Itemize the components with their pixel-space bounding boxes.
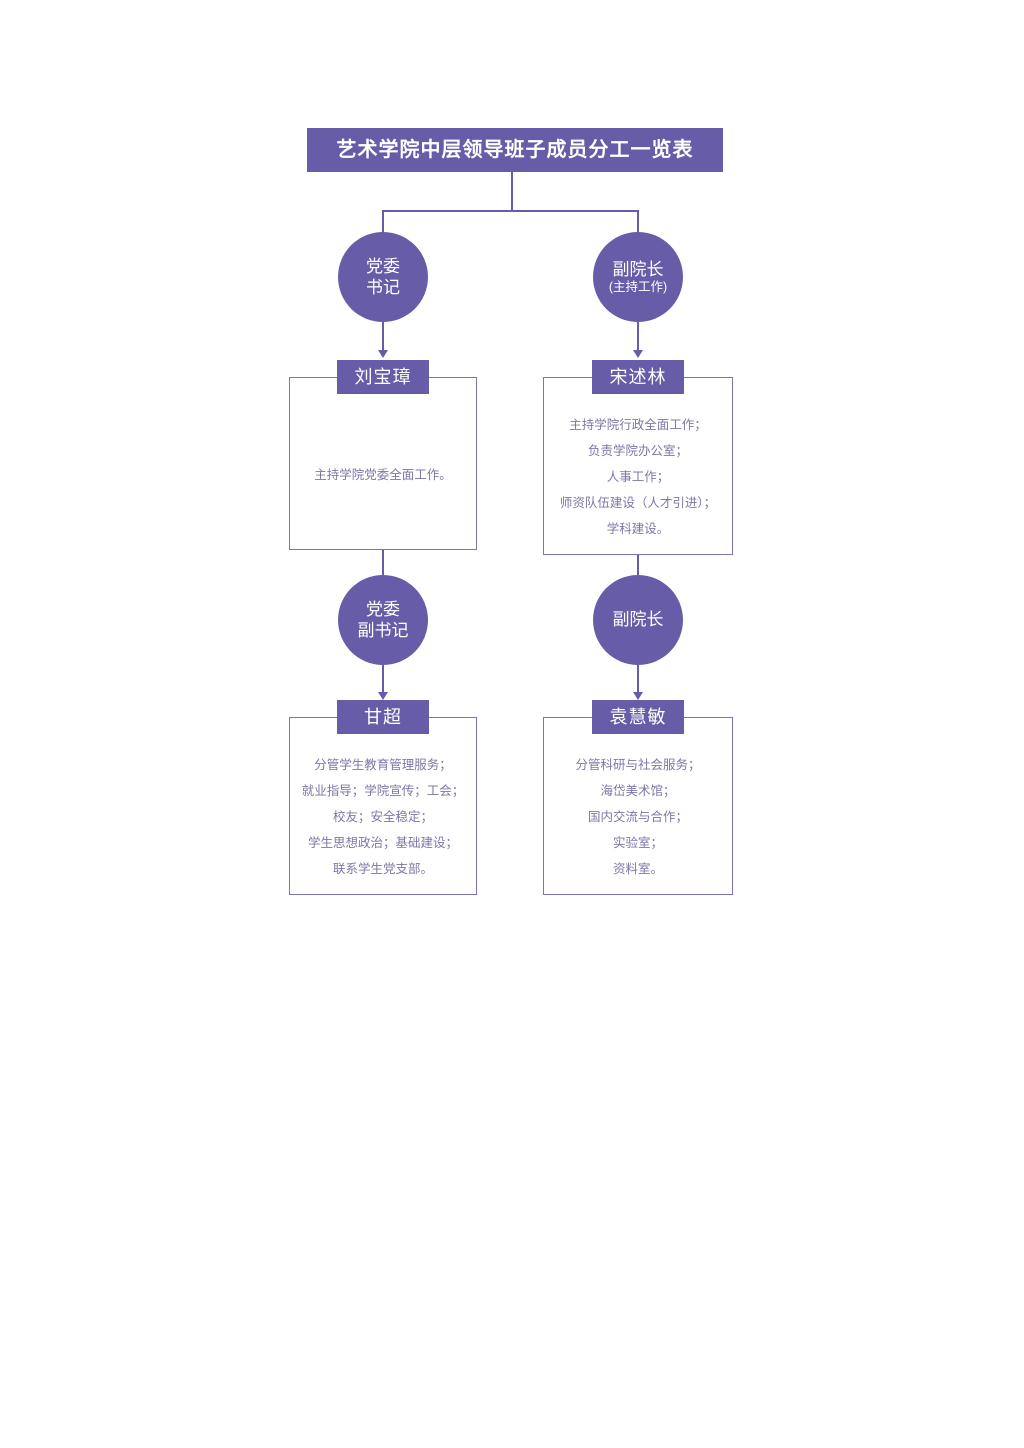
duty-line: 负责学院办公室； [587,444,688,458]
arrow-down-icon [378,692,388,700]
role-label: 党委 [366,599,400,619]
name-box-secretary: 刘宝璋 [337,360,429,394]
arrow-down-icon [378,350,388,358]
connector-line-title [511,172,513,210]
name-box-vice-dean-presiding: 宋述林 [592,360,684,394]
role-label: 副院长 [612,259,664,279]
duty-line: 主持学院行政全面工作； [569,418,707,432]
name-box-vice-dean: 袁慧敏 [592,700,684,734]
chart-title: 艺术学院中层领导班子成员分工一览表 [307,128,723,172]
connector-line-horizontal [382,210,639,212]
connector-line-deputy-secretary-2 [382,665,384,692]
duties-box-vice-dean-presiding: 主持学院行政全面工作； 负责学院办公室； 人事工作； 师资队伍建设（人才引进）；… [543,377,733,555]
role-circle-deputy-secretary: 党委 副书记 [338,575,428,665]
duties-box-vice-dean: 分管科研与社会服务； 海岱美术馆； 国内交流与合作； 实验室； 资料室。 [543,717,733,895]
connector-line-right-branch [637,210,639,234]
duty-line: 实验室； [612,836,663,850]
role-circle-vice-dean-presiding: 副院长 (主持工作) [593,232,683,322]
duty-line: 联系学生党支部。 [332,862,433,876]
connector-line-left-branch [382,210,384,234]
duties-box-deputy-secretary: 分管学生教育管理服务； 就业指导；学院宣传；工会； 校友；安全稳定； 学生思想政… [289,717,477,895]
role-label: 党委 [366,256,400,276]
duty-line: 分管科研与社会服务； [575,758,701,772]
role-circle-vice-dean: 副院长 [593,575,683,665]
name-box-deputy-secretary: 甘超 [337,700,429,734]
role-label: 书记 [366,278,400,297]
duty-line: 资料室。 [612,862,663,876]
duty-line: 人事工作； [606,470,670,484]
connector-line-deputy-secretary [382,550,384,575]
arrow-down-icon [633,692,643,700]
duty-line: 学生思想政治；基础建设； [307,836,458,850]
duty-line: 学科建设。 [606,522,670,536]
duty-line: 师资队伍建设（人才引进）； [559,496,717,510]
role-label: 副院长 [612,610,664,630]
duty-line: 分管学生教育管理服务； [314,758,452,772]
connector-line-secretary [382,322,384,350]
duty-line: 就业指导；学院宣传；工会； [301,784,465,798]
duty-line: 校友；安全稳定； [332,810,433,824]
duty-line: 国内交流与合作； [587,810,688,824]
role-sublabel: (主持工作) [608,279,668,294]
role-label: 副书记 [357,621,409,640]
connector-line-vice-dean-2 [637,665,639,692]
duties-box-secretary: 主持学院党委全面工作。 [289,377,477,550]
connector-line-vice-dean [637,555,639,575]
arrow-down-icon [633,350,643,358]
duty-line: 主持学院党委全面工作。 [314,467,452,482]
connector-line-vice-dean-presiding [637,322,639,350]
duty-line: 海岱美术馆； [600,784,676,798]
role-circle-secretary: 党委 书记 [338,232,428,322]
